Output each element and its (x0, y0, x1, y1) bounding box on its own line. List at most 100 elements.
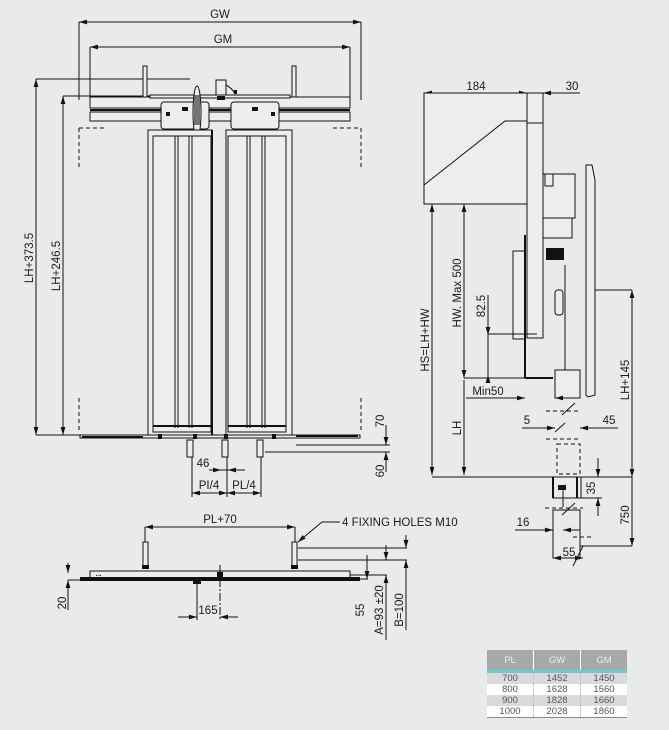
door-inner-right (227, 135, 287, 433)
side-view: 184 30 HS=LH+HW HW. Max 500 (420, 81, 635, 567)
pl4-left-label: PI/4 (199, 480, 220, 492)
break-mark (572, 545, 584, 567)
gw-label: GW (210, 9, 230, 21)
sill-support (224, 434, 228, 439)
header-box (423, 92, 528, 205)
fixing-holes-leader (297, 521, 340, 543)
sill-section-dashed (556, 443, 581, 475)
header-gm: GM (580, 650, 627, 673)
motor-connector (234, 90, 237, 94)
side-bracket (512, 250, 526, 340)
sill-support (272, 434, 276, 439)
cell-gw: 2028 (533, 706, 581, 718)
hanger-roller (271, 112, 275, 116)
drive-belt (194, 95, 200, 125)
front-view: GW GM LH+373.5 LH+246.5 (24, 9, 390, 497)
gm-label: GM (214, 34, 233, 46)
hanger-roller (166, 112, 170, 116)
motor-cable (225, 84, 236, 95)
sill-support (158, 434, 162, 439)
side-motor-lower (542, 217, 573, 239)
header-pl: PL (487, 650, 534, 673)
cell-pl: 800 (487, 684, 534, 695)
side-gear (546, 248, 564, 260)
hs-label: HS=LH+HW (420, 308, 432, 371)
cell-gw: 1828 (533, 695, 581, 706)
guide-shoe (186, 439, 194, 458)
dim55-top-label: 55 (355, 604, 367, 617)
fixing-holes-label: 4 FIXING HOLES M10 (342, 517, 458, 529)
cell-gw: 1452 (533, 671, 581, 684)
dim5-label: 5 (524, 415, 530, 427)
min50-label: Min50 (472, 386, 503, 398)
dim30-label: 30 (566, 81, 579, 93)
header-post-right (291, 65, 297, 98)
side-door-hanger (585, 164, 596, 398)
header-slope (423, 120, 527, 186)
dim165-label: 165 (198, 605, 217, 617)
table-row: 1000 2028 1860 (487, 706, 627, 718)
dim-a-label: A=93 ±20 (374, 585, 386, 634)
cell-gm: 1660 (580, 695, 627, 706)
header-rail-lower (89, 111, 351, 122)
dim35-label: 35 (586, 482, 598, 495)
door-panel-left (147, 129, 213, 437)
pl4-right-label: PL/4 (232, 480, 256, 492)
rail-mark: ▪◦▪ (96, 573, 102, 579)
hw-label: HW. Max 500 (452, 258, 464, 327)
break-mark (554, 422, 566, 433)
break-mark (561, 402, 576, 416)
lh246-label: LH+246.5 (51, 241, 63, 291)
table-row: 700 1452 1450 (487, 671, 627, 684)
spec-table-header-row: PL GW GM (487, 650, 627, 673)
cell-gm: 1560 (580, 684, 627, 695)
mount-column (526, 92, 544, 339)
lh-label: LH (452, 421, 464, 436)
dim184-label: 184 (466, 81, 486, 93)
fixing-bracket-right (291, 541, 298, 568)
break-mark (561, 502, 576, 516)
sill-support (193, 434, 197, 439)
spec-table: PL GW GM 700 1452 1450 800 1628 1560 900… (487, 650, 627, 718)
dim20-label: 20 (57, 597, 69, 610)
dim16-label: 16 (517, 517, 530, 529)
lh145-label: LH+145 (620, 360, 632, 401)
guide-shoe (256, 439, 264, 458)
fixing-bracket-left (142, 541, 149, 568)
hanger-detail (252, 107, 258, 111)
cell-gm: 1860 (580, 706, 627, 718)
dim55-side-label: 55 (563, 547, 576, 559)
bracket-foot (291, 565, 298, 569)
table-row: 900 1828 1660 (487, 695, 627, 706)
dim46-label: 46 (197, 458, 210, 470)
guide-shoe (221, 439, 229, 458)
cell-gw: 1628 (533, 684, 581, 695)
table-row: 800 1628 1560 (487, 684, 627, 695)
bracket-foot (142, 565, 149, 569)
door-panel-right (225, 129, 293, 437)
lh373-label: LH+373.5 (24, 233, 36, 283)
header-post-left (142, 65, 148, 98)
dim750-label: 750 (620, 505, 632, 524)
dim-b-label: B=100 (394, 593, 406, 627)
sill-fixing (558, 485, 566, 490)
side-clip (554, 289, 564, 316)
door-hanger-right (230, 101, 280, 130)
motor (215, 79, 227, 96)
cell-gm: 1450 (580, 671, 627, 684)
dim60-label: 60 (375, 465, 387, 478)
pl70-label: PL+70 (203, 514, 237, 526)
dim70-label: 70 (375, 415, 387, 428)
dim82-label: 82.5 (476, 295, 488, 317)
hanger-detail (182, 107, 188, 111)
side-motor-detail (544, 173, 554, 187)
cell-pl: 900 (487, 695, 534, 706)
sill (79, 434, 361, 439)
cell-pl: 700 (487, 671, 534, 684)
dim45-label: 45 (603, 415, 616, 427)
header-gw: GW (533, 650, 581, 673)
motor-base (217, 96, 225, 100)
cell-pl: 1000 (487, 706, 534, 718)
door-inner-left (152, 135, 212, 433)
